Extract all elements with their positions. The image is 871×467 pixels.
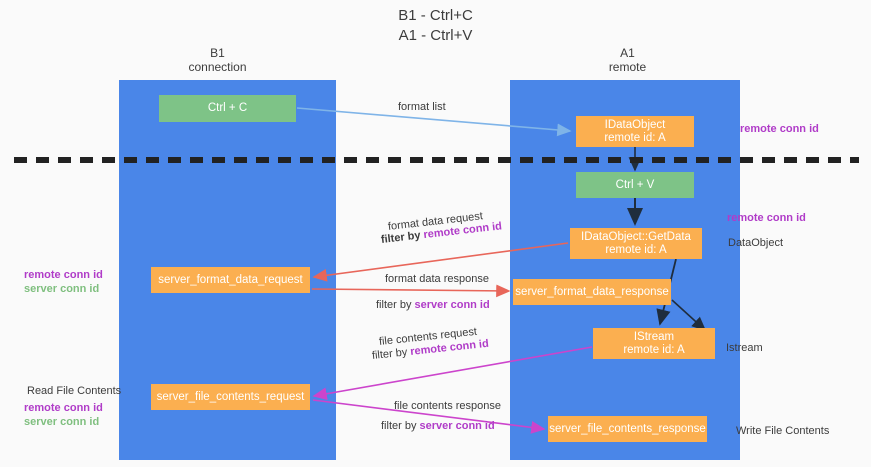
column-header-b1-role: connection	[188, 60, 247, 74]
arrow-file-contents-request	[312, 346, 593, 401]
column-header-a1-role: remote	[608, 60, 647, 74]
box-server-format-data-response[interactable]: server_format_data_response	[513, 279, 671, 305]
box-idataobject-getdata[interactable]: IDataObject::GetData remote id: A	[570, 228, 702, 259]
annotation-remote-conn-id-top: remote conn id	[740, 123, 819, 135]
arrow-response-to-istream	[671, 299, 707, 332]
title-line-1: B1 - Ctrl+C	[398, 7, 473, 24]
edge-label-file-contents-response-filter: filter by server conn id	[381, 419, 495, 433]
annotation-server-conn-id-left-2: server conn id	[24, 416, 100, 428]
annotation-write-file-contents: Write File Contents	[736, 425, 830, 437]
arrow-file-contents-response	[312, 399, 546, 434]
annotation-dataobject: DataObject	[728, 237, 784, 249]
filter-prefix: filter by	[371, 346, 411, 362]
box-ctrl-c-label: Ctrl + C	[207, 102, 248, 114]
column-header-a1-name: A1	[620, 46, 635, 60]
annotation-remote-conn-id-left: remote conn id	[24, 269, 103, 281]
edge-label-format-data-response-filter: filter by server conn id	[376, 298, 490, 312]
edge-label-format-list: format list	[398, 101, 446, 113]
annotation-istream: Istream	[726, 342, 763, 354]
box-idataobject-title: IDataObject	[604, 118, 666, 131]
filter-prefix: filter by	[381, 420, 420, 432]
box-getdata-title: IDataObject::GetData	[581, 230, 691, 243]
box-getdata-remote-id: remote id: A	[605, 243, 667, 256]
edge-label-format-data-response: format data response	[385, 273, 489, 285]
box-ctrl-v[interactable]: Ctrl + V	[576, 172, 694, 198]
box-server-file-contents-request-label: server_file_contents_request	[156, 390, 305, 403]
box-ctrl-v-label: Ctrl + V	[615, 178, 655, 191]
filter-key-server-conn-id: server conn id	[414, 299, 490, 311]
arrow-format-data-request	[312, 242, 569, 282]
box-server-file-contents-response-label: server_file_contents_response	[549, 422, 706, 435]
phase-separator-dashed-line	[14, 157, 859, 163]
annotation-remote-conn-id-mid: remote conn id	[727, 212, 806, 224]
filter-prefix: filter by	[376, 299, 415, 311]
box-idataobject-remote-id: remote id: A	[604, 131, 666, 144]
box-istream-title: IStream	[633, 330, 675, 343]
diagram-title: B1 - Ctrl+C A1 - Ctrl+V	[0, 6, 871, 46]
annotation-remote-conn-id-left-2: remote conn id	[24, 402, 103, 414]
box-idataobject[interactable]: IDataObject remote id: A	[576, 116, 694, 147]
box-server-format-data-response-label: server_format_data_response	[515, 285, 669, 298]
annotation-server-conn-id-left: server conn id	[24, 283, 100, 295]
box-server-file-contents-request[interactable]: server_file_contents_request	[151, 384, 310, 410]
column-header-b1-name: B1	[210, 46, 225, 60]
edge-label-file-contents-response: file contents response	[394, 400, 502, 412]
column-header-b1: B1 connection	[155, 46, 280, 74]
filter-key-server-conn-id: server conn id	[419, 420, 495, 432]
box-istream-remote-id: remote id: A	[623, 343, 685, 356]
box-ctrl-c[interactable]: Ctrl + C	[159, 95, 296, 122]
box-server-format-data-request-label: server_format_data_request	[158, 273, 303, 286]
annotation-conn-ids-upper: remote conn id server conn id	[24, 268, 103, 296]
arrow-format-data-response	[311, 284, 511, 298]
title-line-2: A1 - Ctrl+V	[398, 27, 473, 44]
annotation-conn-ids-lower: remote conn id server conn id	[24, 401, 103, 429]
annotation-read-file-contents: Read File Contents	[27, 385, 122, 397]
box-server-format-data-request[interactable]: server_format_data_request	[151, 267, 310, 293]
column-header-a1: A1 remote	[555, 46, 700, 74]
box-istream[interactable]: IStream remote id: A	[593, 328, 715, 359]
arrow-format-list	[296, 107, 572, 137]
box-server-file-contents-response[interactable]: server_file_contents_response	[548, 416, 707, 442]
